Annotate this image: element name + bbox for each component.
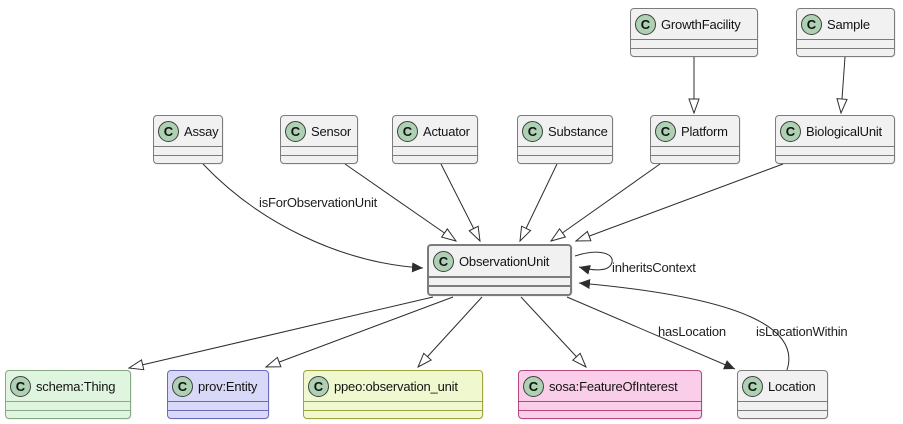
class-name: Platform: [681, 123, 728, 139]
attributes-compartment: [776, 146, 894, 155]
edge-label-isforobservationunit: isForObservationUnit: [259, 195, 378, 210]
class-name: BiologicalUnit: [806, 123, 882, 139]
class-name: ppeo:observation_unit: [334, 378, 458, 394]
attributes-compartment: [154, 146, 222, 155]
class-icon: C: [10, 375, 31, 397]
methods-compartment: [519, 410, 701, 419]
class-name: Location: [768, 378, 816, 394]
class-biologicalunit: C BiologicalUnit: [775, 115, 895, 164]
attributes-compartment: [393, 146, 477, 155]
attributes-compartment: [429, 276, 570, 285]
methods-compartment: [776, 155, 894, 164]
class-name: Sensor: [311, 123, 351, 139]
edge-observationunit-self-loop: [574, 251, 613, 275]
class-name: Sample: [827, 16, 870, 32]
edge-actuator-observationunit: [440, 163, 480, 241]
methods-compartment: [154, 155, 222, 164]
edge-label-inheritscontext: inheritsContext: [612, 260, 696, 275]
class-icon: C: [158, 120, 179, 142]
edge-observationunit-schemathing: [129, 296, 434, 368]
class-icon: C: [742, 375, 763, 397]
methods-compartment: [631, 48, 757, 57]
class-name: sosa:FeatureOfInterest: [549, 378, 678, 394]
class-icon: C: [285, 120, 306, 142]
class-icon: C: [801, 13, 822, 35]
methods-compartment: [281, 155, 357, 164]
attributes-compartment: [304, 401, 482, 410]
methods-compartment: [797, 48, 894, 57]
methods-compartment: [429, 285, 570, 294]
class-icon: C: [780, 120, 801, 142]
class-icon: C: [397, 120, 418, 142]
attributes-compartment: [738, 401, 827, 410]
class-observationunit: C ObservationUnit: [427, 244, 572, 296]
methods-compartment: [651, 155, 739, 164]
edge-substance-observationunit: [520, 163, 558, 241]
edge-biologicalunit-observationunit: [576, 163, 784, 241]
class-location: C Location: [737, 370, 828, 419]
class-assay: C Assay: [153, 115, 223, 164]
class-icon: C: [522, 120, 543, 142]
attributes-compartment: [797, 39, 894, 48]
class-substance: C Substance: [517, 115, 613, 164]
methods-compartment: [518, 155, 612, 164]
class-name: GrowthFacility: [661, 16, 741, 32]
class-icon: C: [308, 375, 329, 397]
class-name: prov:Entity: [198, 378, 258, 394]
class-icon: C: [523, 375, 544, 397]
edge-observationunit-sosa: [520, 296, 586, 367]
attributes-compartment: [281, 146, 357, 155]
edge-observationunit-proventity: [266, 296, 454, 367]
edge-sample-biologicalunit: [841, 56, 845, 113]
edge-assay-observationunit: [202, 163, 424, 273]
class-name: schema:Thing: [36, 378, 116, 394]
edge-platform-observationunit: [551, 163, 661, 241]
attributes-compartment: [519, 401, 701, 410]
edge-label-islocationwithin: isLocationWithin: [756, 324, 848, 339]
class-sample: C Sample: [796, 8, 895, 57]
attributes-compartment: [651, 146, 739, 155]
class-actuator: C Actuator: [392, 115, 478, 164]
class-sensor: C Sensor: [280, 115, 358, 164]
methods-compartment: [738, 410, 827, 419]
class-platform: C Platform: [650, 115, 740, 164]
class-growthfacility: C GrowthFacility: [630, 8, 758, 57]
methods-compartment: [6, 410, 130, 419]
class-name: Actuator: [423, 123, 470, 139]
edge-label-haslocation: hasLocation: [658, 324, 726, 339]
class-icon: C: [433, 250, 454, 272]
methods-compartment: [304, 410, 482, 419]
methods-compartment: [393, 155, 477, 164]
attributes-compartment: [518, 146, 612, 155]
class-icon: C: [172, 375, 193, 397]
class-name: Substance: [548, 123, 608, 139]
edge-observationunit-ppeo: [418, 296, 483, 367]
attributes-compartment: [6, 401, 130, 410]
class-icon: C: [655, 120, 676, 142]
class-name: ObservationUnit: [459, 253, 550, 269]
class-icon: C: [635, 13, 656, 35]
methods-compartment: [168, 410, 268, 419]
attributes-compartment: [168, 401, 268, 410]
class-name: Assay: [184, 123, 219, 139]
attributes-compartment: [631, 39, 757, 48]
